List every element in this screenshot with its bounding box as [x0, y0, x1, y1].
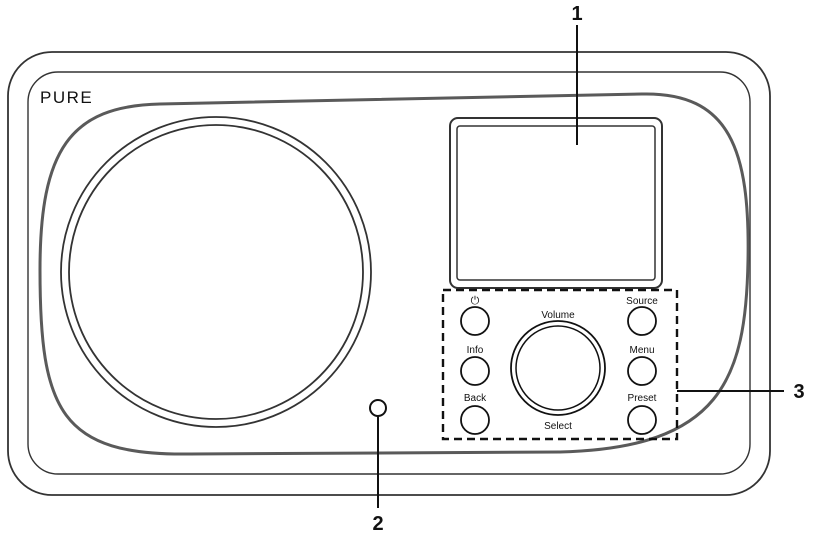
info-button[interactable] [460, 356, 490, 386]
speaker-inner-ring [68, 124, 364, 420]
headphone-socket[interactable] [369, 399, 387, 417]
power-icon: ⏻ [471, 294, 480, 307]
preset-button-label: Preset [628, 393, 657, 404]
volume-select-dial-outer[interactable] [510, 320, 606, 416]
front-panel-swoosh [38, 92, 750, 456]
display-screen [449, 117, 663, 289]
controls-dashed-box [441, 288, 679, 441]
callout-number-1: 1 [571, 3, 582, 25]
radio-outer-casing [7, 51, 771, 496]
volume-select-dial-inner [515, 325, 601, 411]
select-label: Select [544, 421, 572, 432]
volume-label: Volume [541, 310, 575, 321]
source-button-label: Source [626, 296, 658, 307]
callout-number-2: 2 [372, 513, 383, 535]
display-panel [456, 125, 656, 281]
back-button[interactable] [460, 405, 490, 435]
brand-logo: PURE [40, 88, 93, 107]
preset-button[interactable] [627, 405, 657, 435]
display-bezel [449, 117, 663, 289]
source-button[interactable] [627, 306, 657, 336]
info-button-label: Info [467, 345, 484, 356]
menu-button-label: Menu [629, 345, 654, 356]
menu-button[interactable] [627, 356, 657, 386]
callout-number-3: 3 [793, 381, 804, 403]
speaker [60, 116, 372, 428]
speaker-outer-ring [60, 116, 372, 428]
power-button[interactable] [460, 306, 490, 336]
radio-inner-casing [27, 71, 751, 475]
back-button-label: Back [464, 393, 487, 404]
